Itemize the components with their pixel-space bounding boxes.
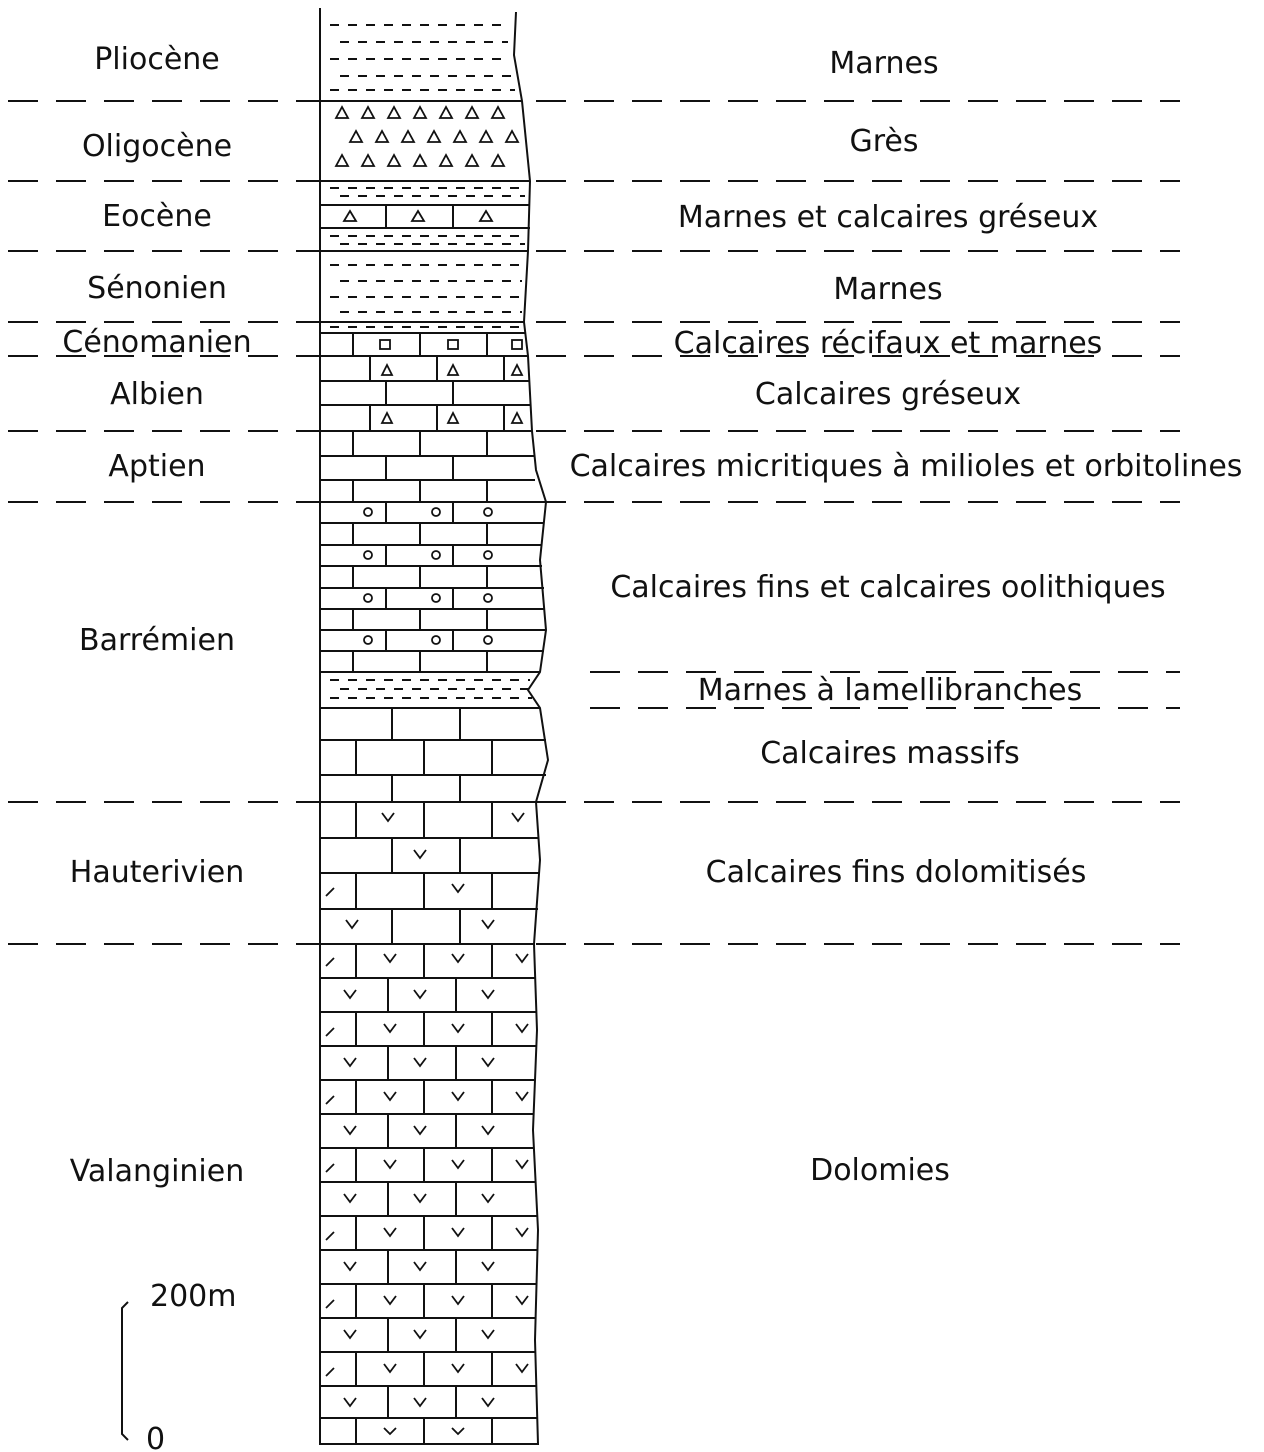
- column-outline: [320, 8, 548, 1444]
- lithology-label-barremien-marl: Marnes à lamellibranches: [698, 673, 1082, 708]
- lithology-label-senonien: Marnes: [833, 272, 942, 307]
- marl-dashes: [330, 25, 532, 698]
- lithology-label-aptien: Calcaires micritiques à milioles et orbi…: [570, 449, 1243, 484]
- oolite-circles: [364, 508, 492, 644]
- stage-label-cenomanien: Cénomanien: [62, 325, 251, 360]
- scale-label-top: 200m: [150, 1279, 236, 1314]
- lithology-label-valanginien: Dolomies: [810, 1153, 950, 1188]
- scale-label-bottom: 0: [146, 1422, 165, 1452]
- joint-lines: [353, 205, 504, 1444]
- stage-label-albien: Albien: [110, 377, 204, 412]
- lithology-label-barremien-massive: Calcaires massifs: [760, 736, 1020, 771]
- stage-label-oligocene: Oligocène: [82, 129, 232, 164]
- bed-lines: [320, 101, 546, 1418]
- stage-label-senonien: Sénonien: [87, 271, 227, 306]
- stage-label-valanginien: Valanginien: [70, 1154, 245, 1189]
- stage-label-hauterivien: Hauterivien: [70, 855, 244, 890]
- lithology-label-albien: Calcaires gréseux: [755, 377, 1021, 412]
- stage-labels: Pliocène Oligocène Eocène Sénonien Cénom…: [62, 42, 251, 1189]
- stage-label-pliocene: Pliocène: [94, 42, 220, 77]
- lithology-label-eocene: Marnes et calcaires gréseux: [678, 200, 1098, 235]
- reef-squares: [380, 340, 522, 349]
- scale-bar: [122, 1302, 128, 1440]
- lithology-label-barremien-oolitic: Calcaires fins et calcaires oolithiques: [610, 570, 1165, 605]
- stage-label-aptien: Aptien: [108, 449, 205, 484]
- stage-label-barremien: Barrémien: [79, 623, 235, 658]
- lithology-label-hauterivien: Calcaires fins dolomitisés: [706, 855, 1087, 890]
- lithology-labels: Marnes Grès Marnes et calcaires gréseux …: [570, 46, 1243, 1188]
- lithology-label-cenomanien: Calcaires récifaux et marnes: [674, 326, 1103, 361]
- lithology-label-pliocene: Marnes: [829, 46, 938, 81]
- lithology-label-oligocene: Grès: [849, 124, 918, 159]
- stage-label-eocene: Eocène: [102, 199, 212, 234]
